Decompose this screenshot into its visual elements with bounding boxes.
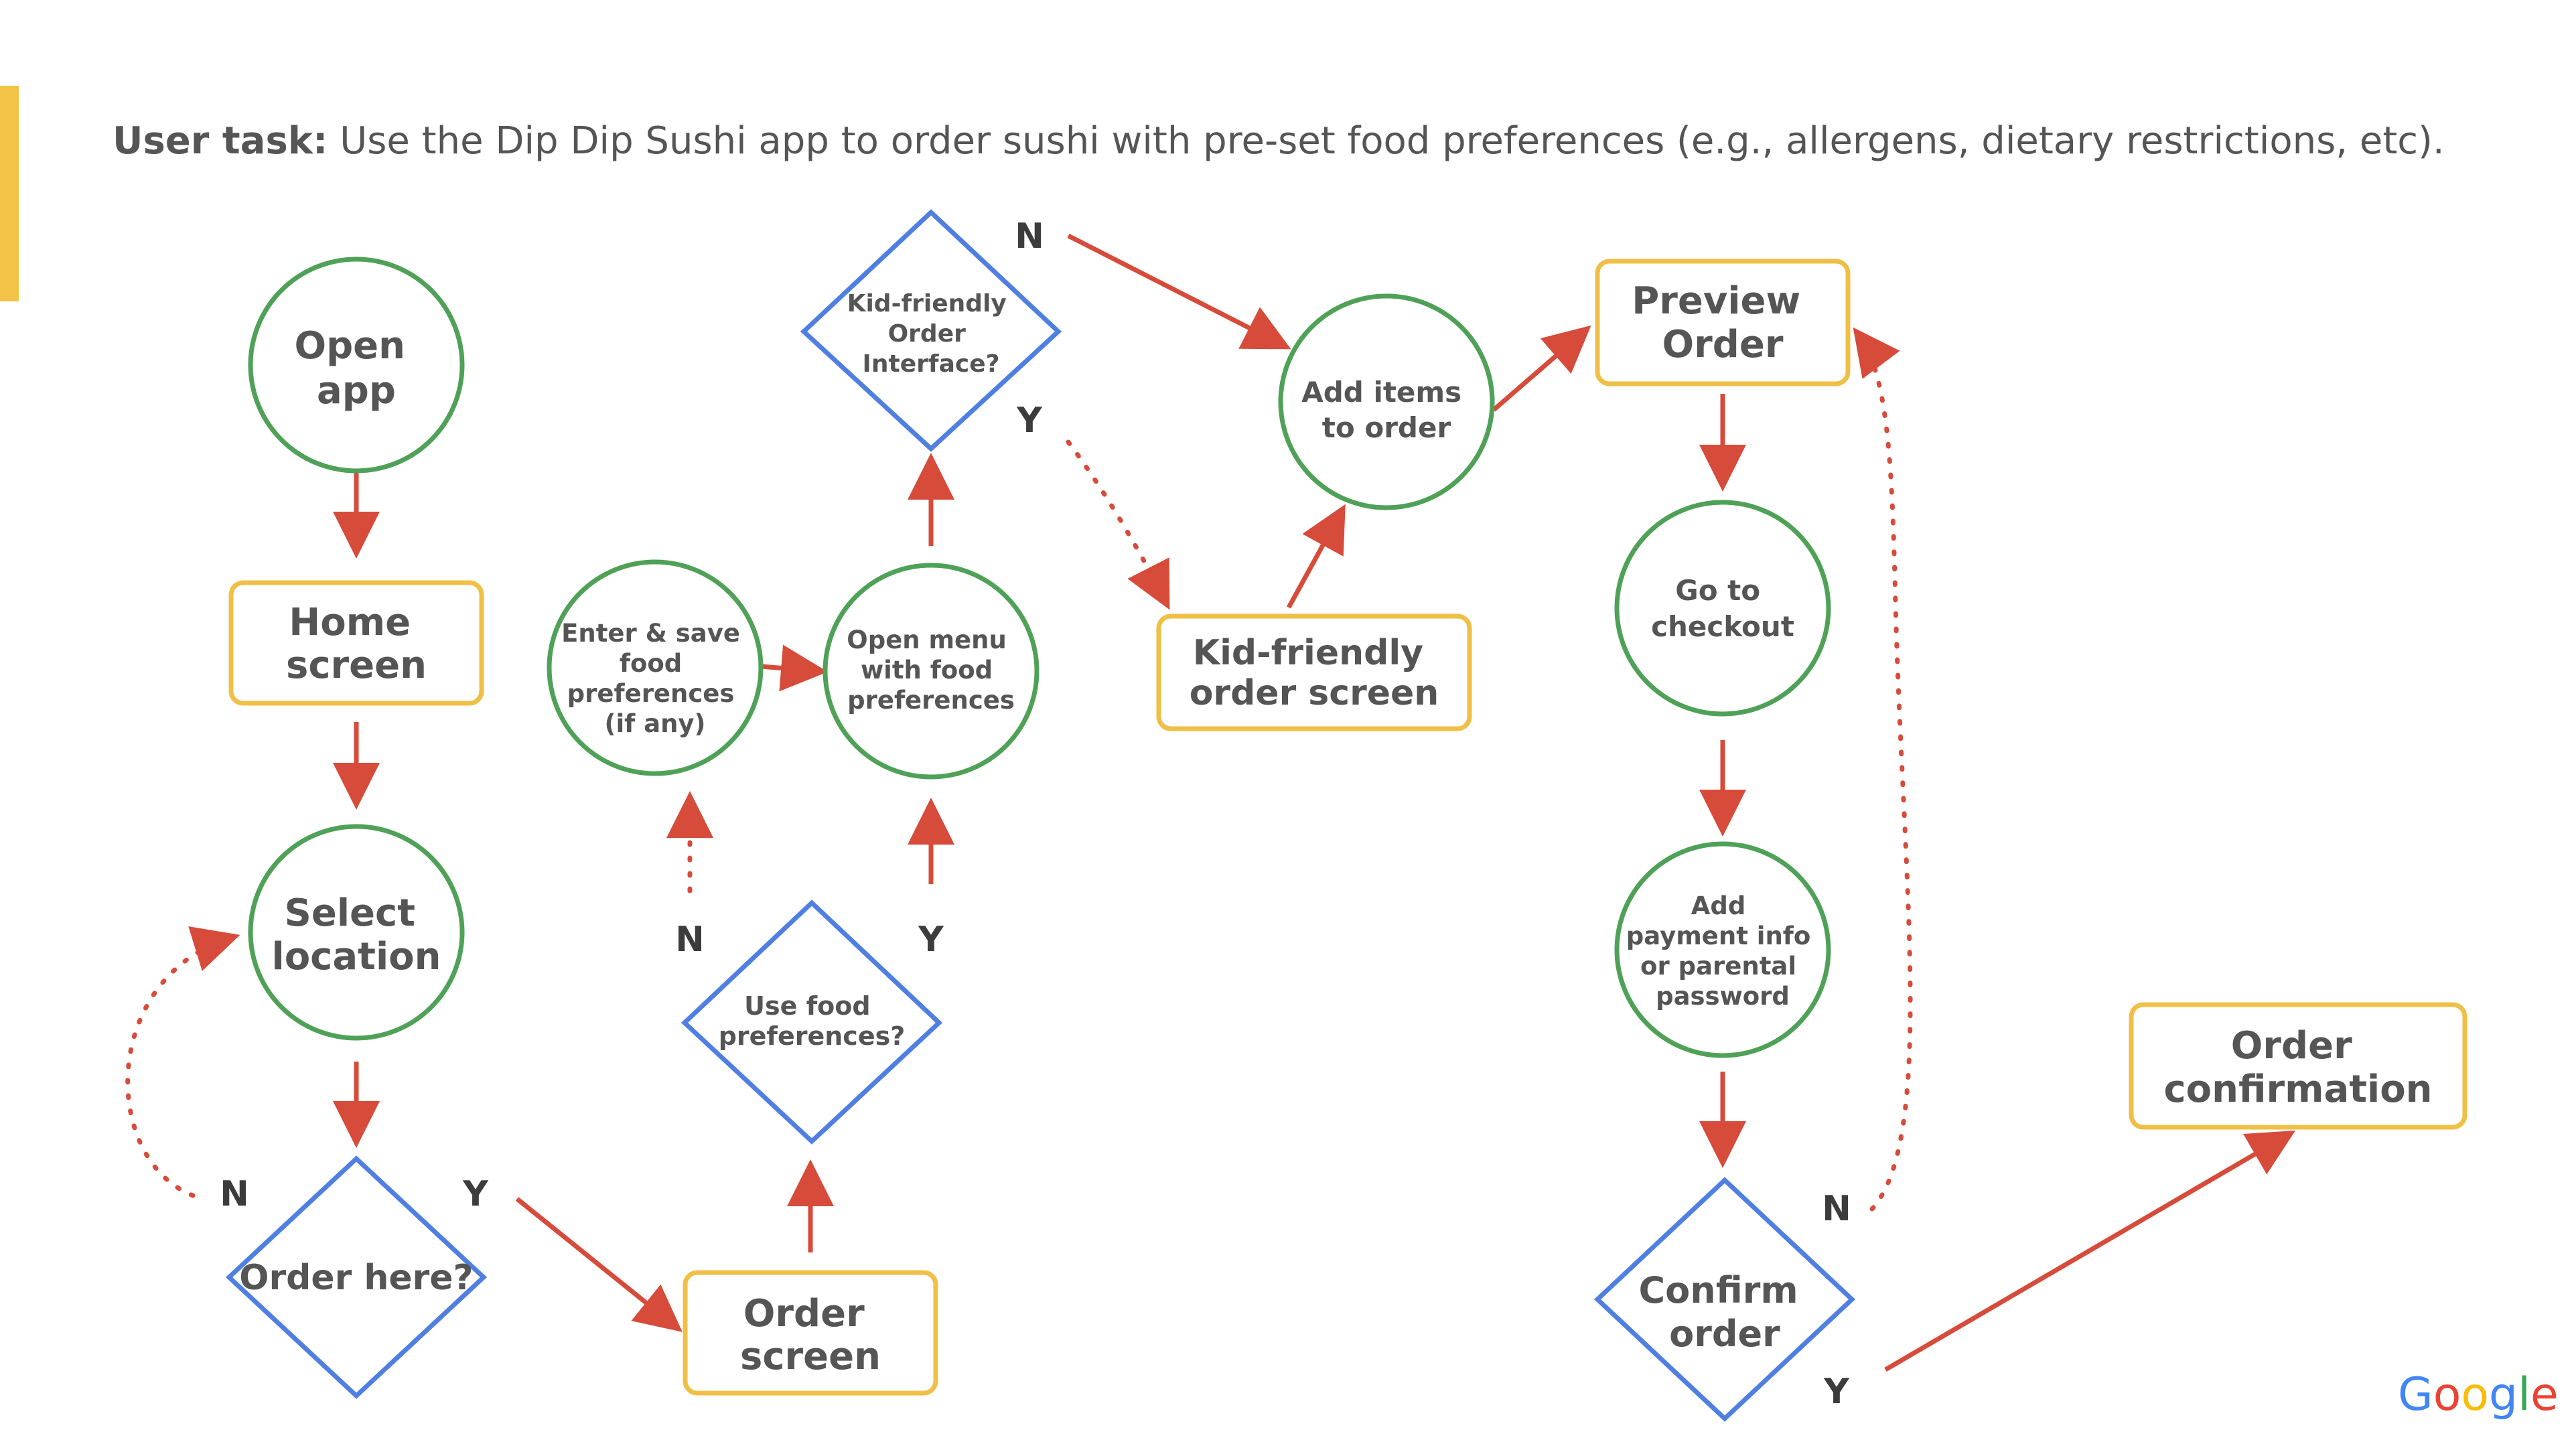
dotted-connectors (125, 327, 1913, 1212)
arrow-enter-to-menu (760, 644, 828, 692)
node-kid-friendly-screen (1156, 614, 1472, 731)
node-enter-save-prefs (547, 559, 764, 776)
confirm-order-label: Confirm order (1639, 1269, 1811, 1355)
node-add-payment (1614, 841, 1831, 1058)
user-task-text: Use the Dip Dip Sushi app to order sushi… (340, 119, 2445, 163)
add-items-label: Add items to order (1301, 376, 1472, 444)
node-order-screen (683, 1270, 938, 1396)
dotted-order-here-no-to-select (125, 926, 240, 1198)
order-here-no-label: N (220, 1174, 249, 1214)
order-here-label: Order here? (239, 1258, 473, 1298)
node-select-location (248, 824, 465, 1041)
add-payment-label: Add payment info or parental password (1626, 891, 1819, 1011)
node-home-screen (228, 580, 484, 706)
connectors (333, 233, 2296, 1372)
order-here-yes-label: Y (462, 1174, 489, 1214)
node-kid-friendly-question (800, 209, 1062, 452)
kid-friendly-screen-label: Kid-friendly order screen (1190, 633, 1439, 713)
use-prefs-no-label: N (675, 920, 705, 960)
node-confirm-order (1593, 1177, 1856, 1422)
node-open-menu (822, 563, 1040, 780)
user-task-label: User task: (113, 119, 328, 163)
dotted-confirm-no-to-preview (1853, 327, 1913, 1212)
open-app-label: Open app (294, 324, 418, 413)
enter-save-prefs-label: Enter & save food preferences (if any) (561, 619, 749, 738)
arrow-yes-to-order-screen (515, 1197, 683, 1332)
arrow-add-to-preview (1492, 325, 1591, 412)
preview-order-label: Preview Order (1632, 279, 1814, 366)
order-screen-label: Order screen (740, 1292, 881, 1378)
select-location-label: Select location (272, 891, 441, 979)
user-task-heading: User task: Use the Dip Dip Sushi app to … (113, 119, 2445, 163)
use-food-prefs-label: Use food preferences? (719, 991, 906, 1051)
kid-friendly-question-label: Kid-friendly Order Interface? (847, 290, 1015, 378)
home-screen-label: Home screen (286, 601, 427, 687)
node-order-here (225, 1155, 488, 1399)
go-checkout-label: Go to checkout (1651, 574, 1794, 643)
confirm-yes-label: Y (1823, 1372, 1850, 1412)
node-go-checkout (1614, 500, 1831, 717)
arrow-kid-no-to-add (1067, 233, 1291, 350)
accent-bar (0, 86, 19, 301)
arrow-kidscreen-to-add (1286, 504, 1346, 609)
node-add-items (1278, 293, 1495, 510)
node-open-app (248, 257, 465, 474)
arrow-confirm-yes-to-confirmation (1884, 1130, 2296, 1372)
dotted-kid-yes-to-kidscreen (1066, 439, 1170, 610)
node-use-food-prefs (681, 899, 943, 1145)
confirm-no-label: N (1822, 1189, 1851, 1229)
order-confirmation-label: Order confirmation (2163, 1024, 2432, 1111)
open-menu-label: Open menu with food preferences (847, 626, 1015, 715)
kid-yes-label: Y (1016, 401, 1043, 441)
use-prefs-yes-label: Y (918, 920, 944, 960)
kid-no-label: N (1015, 216, 1044, 257)
node-preview-order (1595, 259, 1851, 386)
google-logo: Google (2398, 1368, 2559, 1421)
node-order-confirmation (2129, 1002, 2467, 1130)
